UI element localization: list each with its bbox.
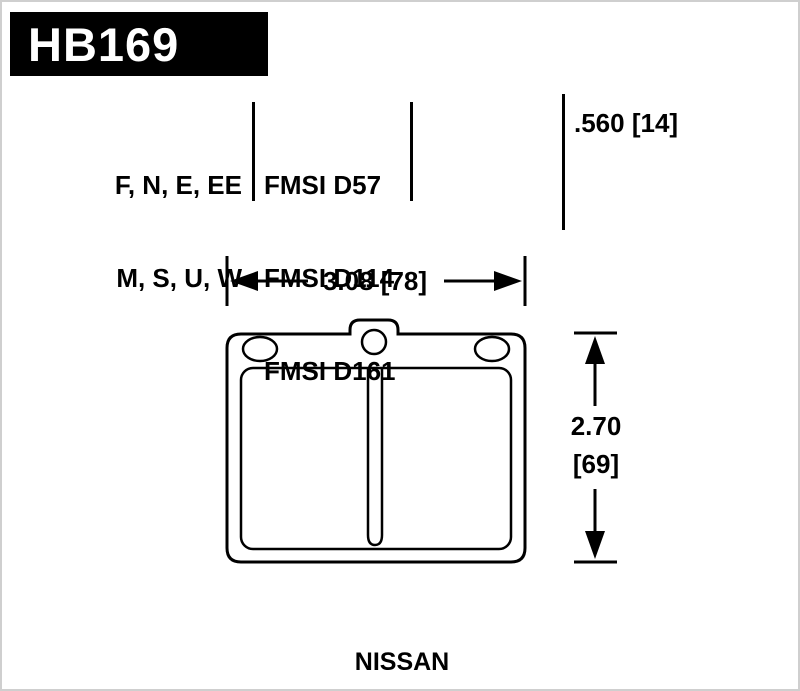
brake-pad-outline-group [225,318,527,564]
width-arrowhead-left [230,271,258,291]
center-slot [366,369,384,547]
height-dimension-label-inches: 2.70 [570,411,622,441]
spec-divider-1 [252,102,255,201]
spec-divider-2 [410,102,413,201]
fmsi-line-1: FMSI D57 [264,170,382,200]
part-number-banner: HB169 [10,12,268,76]
width-dimension-label: 3.08 [78] [322,266,428,296]
compound-codes-line-1: F, N, E, EE [114,170,242,200]
compound-codes: F, N, E, EE M, S, U, W [62,108,242,356]
right-ear-hole [473,335,511,363]
pad-outline [225,318,527,564]
compound-codes-line-2: M, S, U, W [116,263,242,293]
pad-inner-contour [239,366,513,551]
width-arrowhead-right [494,271,522,291]
height-dimension [574,331,617,564]
height-arrowhead-down [585,531,605,559]
center-tab-hole [360,328,388,356]
fmsi-line-2: FMSI D114 [264,263,395,293]
height-arrowhead-up [585,336,605,364]
spec-divider-3 [562,94,565,230]
part-number: HB169 [28,17,180,71]
vehicle-application: NISSAN [354,648,450,676]
width-dimension [225,256,527,306]
left-ear-hole [241,335,279,363]
height-dimension-label-mm: [69] [572,449,620,479]
fmsi-line-3: FMSI D161 [264,356,396,386]
pad-thickness: .560 [14] [574,108,679,138]
fmsi-numbers: FMSI D57 FMSI D114 FMSI D161 [264,108,464,449]
